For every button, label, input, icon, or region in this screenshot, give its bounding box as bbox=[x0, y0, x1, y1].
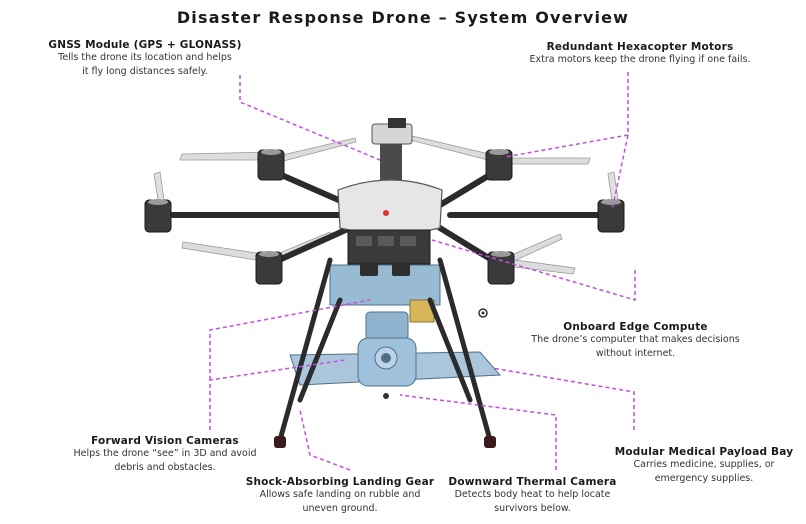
hexacopter-motors bbox=[144, 149, 625, 285]
gear-callout: Shock-Absorbing Landing Gear Allows safe… bbox=[240, 476, 440, 516]
gear-title: Shock-Absorbing Landing Gear bbox=[245, 476, 435, 488]
gear-desc-line-2: uneven ground. bbox=[302, 503, 378, 514]
leader-lines bbox=[209, 72, 636, 471]
motors-desc-line-1: Extra motors keep the drone flying if on… bbox=[529, 54, 751, 65]
motors-callout: Redundant Hexacopter Motors Extra motors… bbox=[505, 41, 775, 67]
vision-desc-line-1: Helps the drone “see” in 3D and avoid bbox=[73, 448, 257, 459]
compute-desc-line-1: The drone’s computer that makes decision… bbox=[531, 334, 740, 345]
thermal-desc-line-2: survivors below. bbox=[494, 503, 571, 514]
landing-gear bbox=[277, 257, 493, 443]
gnss-desc-line-1: Tells the drone its location and helps bbox=[58, 52, 232, 63]
payload-title: Modular Medical Payload Bay bbox=[614, 446, 794, 458]
vision-desc-line-2: debris and obstacles. bbox=[114, 462, 216, 473]
thermal-desc-line-1: Detects body heat to help locate bbox=[454, 489, 611, 500]
gnss-module bbox=[371, 118, 413, 184]
payload-callout: Modular Medical Payload Bay Carries medi… bbox=[605, 446, 803, 486]
gnss-callout: GNSS Module (GPS + GLONASS) Tells the dr… bbox=[40, 39, 250, 79]
diagram-title: Disaster Response Drone – System Overvie… bbox=[176, 8, 630, 27]
edge-compute-module bbox=[347, 229, 431, 265]
gnss-desc-line-2: it fly long distances safely. bbox=[82, 66, 208, 77]
vision-callout: Forward Vision Cameras Helps the drone “… bbox=[50, 435, 280, 475]
payload-desc-line-2: emergency supplies. bbox=[654, 473, 754, 484]
compute-desc-line-2: without internet. bbox=[595, 348, 676, 359]
compute-title: Onboard Edge Compute bbox=[563, 321, 708, 333]
thermal-camera bbox=[357, 311, 417, 399]
vision-title: Forward Vision Cameras bbox=[91, 435, 239, 447]
thermal-title: Downward Thermal Camera bbox=[448, 476, 617, 488]
compute-callout: Onboard Edge Compute The drone’s compute… bbox=[513, 321, 758, 361]
payload-desc-line-1: Carries medicine, supplies, or bbox=[633, 459, 775, 470]
gnss-title: GNSS Module (GPS + GLONASS) bbox=[48, 39, 242, 51]
motors-title: Redundant Hexacopter Motors bbox=[546, 41, 734, 53]
gear-desc-line-1: Allows safe landing on rubble and bbox=[259, 489, 421, 500]
main-body bbox=[337, 179, 443, 235]
forward-vision-cameras bbox=[360, 262, 410, 276]
thermal-callout: Downward Thermal Camera Detects body hea… bbox=[445, 476, 620, 516]
